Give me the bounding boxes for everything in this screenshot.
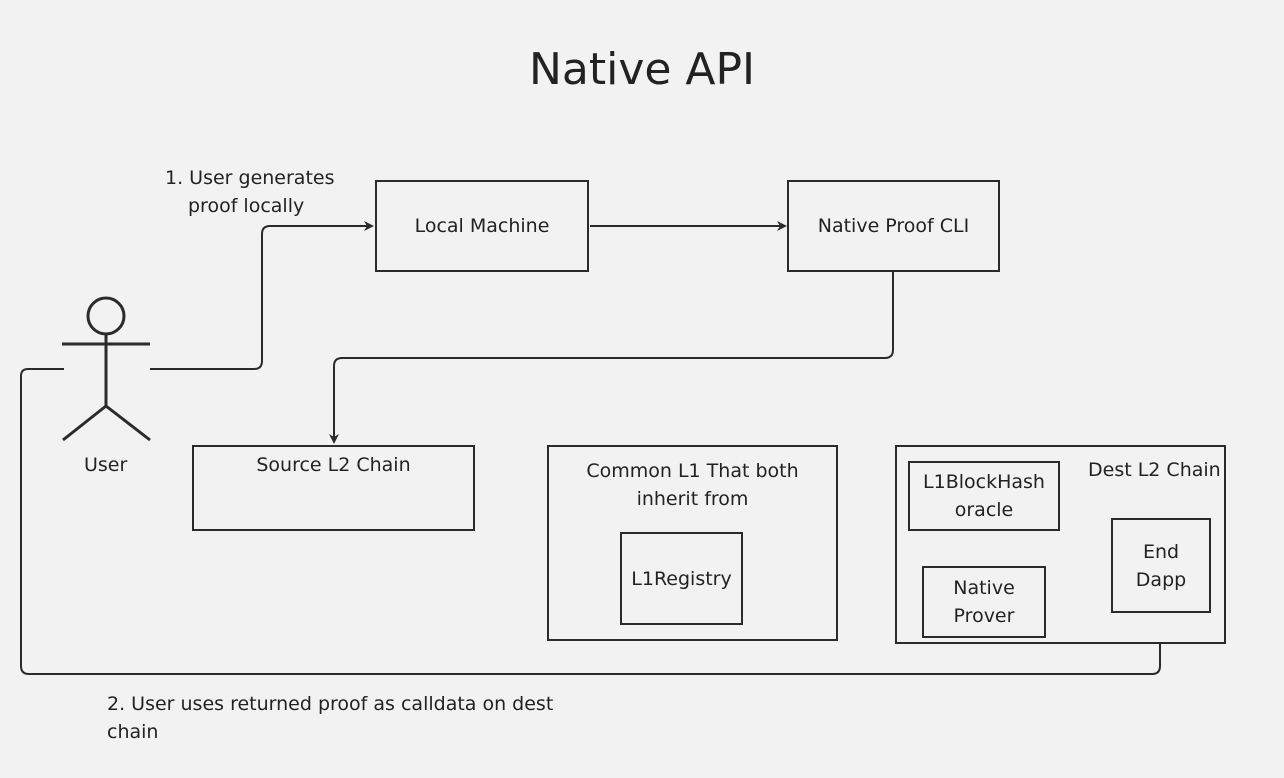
l1-registry-label: L1Registry [631,567,732,590]
native-proof-cli-label: Native Proof CLI [817,215,970,237]
source-l2-chain-node: Source L2 Chain [192,445,475,531]
dapp-label-line2: Dapp [1135,568,1187,591]
step2-annotation: 2. User uses returned proof as calldata … [107,690,553,746]
step1-line2: proof locally [188,195,305,217]
step2-line2: chain [107,721,159,743]
prover-label-line1: Native [953,577,1015,599]
arrow-user-to-end-dapp [20,368,1165,675]
step1-line1: 1. User generates [165,167,335,189]
local-machine-node: Local Machine [375,180,589,272]
step2-line1: 2. User uses returned proof as calldata … [107,693,554,715]
arrow-user-to-local-machine [150,221,374,370]
source-l2-chain-label: Source L2 Chain [256,454,411,476]
end-dapp-node: End Dapp [1111,518,1211,613]
native-proof-cli-node: Native Proof CLI [787,180,1000,272]
oracle-label-line2: oracle [954,499,1014,521]
l1-blockhash-oracle-node: L1BlockHash oracle [908,461,1060,531]
user-actor-figure [62,296,151,442]
step1-annotation: 1. User generates proof locally [165,164,335,220]
l1-registry-node: L1Registry [620,532,743,625]
dest-l2-chain-label: Dest L2 Chain [1088,459,1221,481]
user-label: User [84,454,128,476]
common-l1-label-line1: Common L1 That both [586,460,799,482]
common-l1-label-line2: inherit from [636,488,749,510]
dapp-label-line1: End [1142,540,1180,563]
local-machine-label: Local Machine [414,215,550,237]
native-prover-node: Native Prover [922,566,1046,638]
common-l1-node: Common L1 That both inherit from [547,445,838,641]
diagram-title: Native API [528,44,756,95]
prover-label-line2: Prover [953,605,1015,627]
oracle-label-line1: L1BlockHash [923,471,1045,493]
arrow-cli-to-source-chain [329,272,894,444]
